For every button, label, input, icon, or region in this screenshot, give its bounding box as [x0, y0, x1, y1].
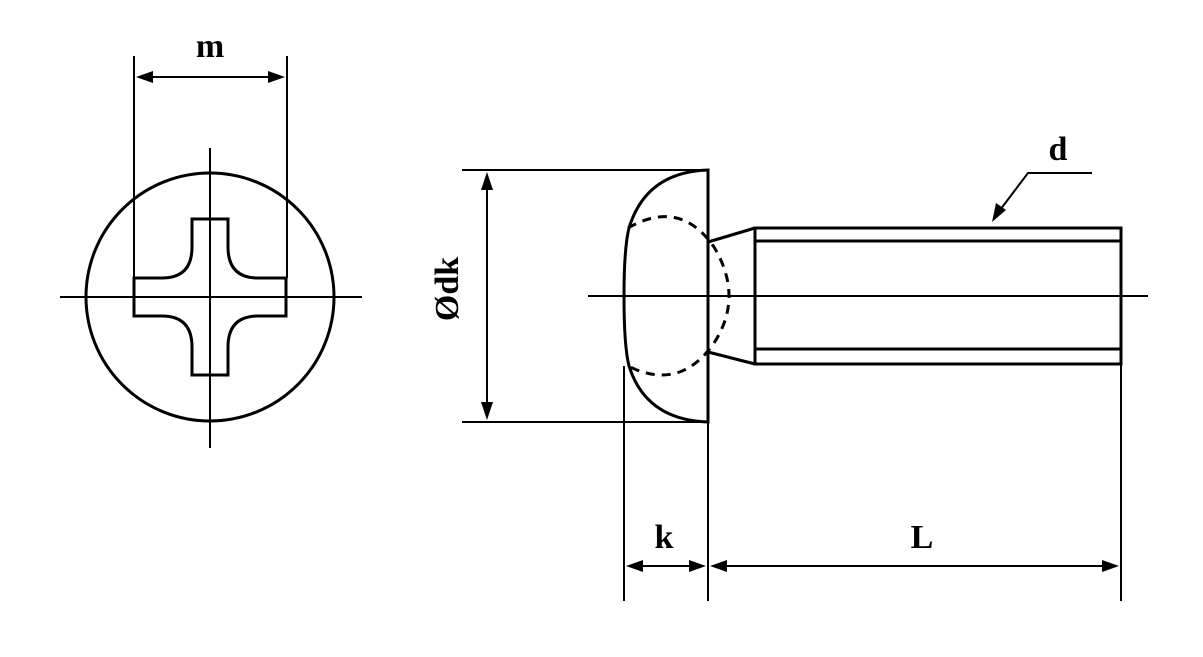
d-leader-arrow [992, 203, 1006, 222]
k-label: k [655, 519, 674, 556]
dk-label: Ødk [429, 257, 466, 321]
m-arrow-right [268, 71, 285, 83]
L-label: L [911, 519, 934, 556]
dk-arrow-bottom [481, 402, 493, 420]
screw-side-view: d Ødk k L [429, 131, 1148, 601]
dk-arrow-top [481, 172, 493, 190]
k-arrow-right [689, 560, 706, 572]
L-arrow-right [1102, 560, 1119, 572]
head-dome-outline [622, 168, 710, 424]
k-arrow-left [626, 560, 643, 572]
d-leader-line [996, 172, 1092, 215]
phillips-cross-recess [132, 217, 288, 377]
m-arrow-left [136, 71, 153, 83]
head-front-view: m [60, 28, 362, 448]
shank-chamfer [707, 226, 756, 366]
m-label: m [196, 28, 224, 65]
d-label: d [1049, 131, 1068, 168]
L-arrow-left [710, 560, 727, 572]
